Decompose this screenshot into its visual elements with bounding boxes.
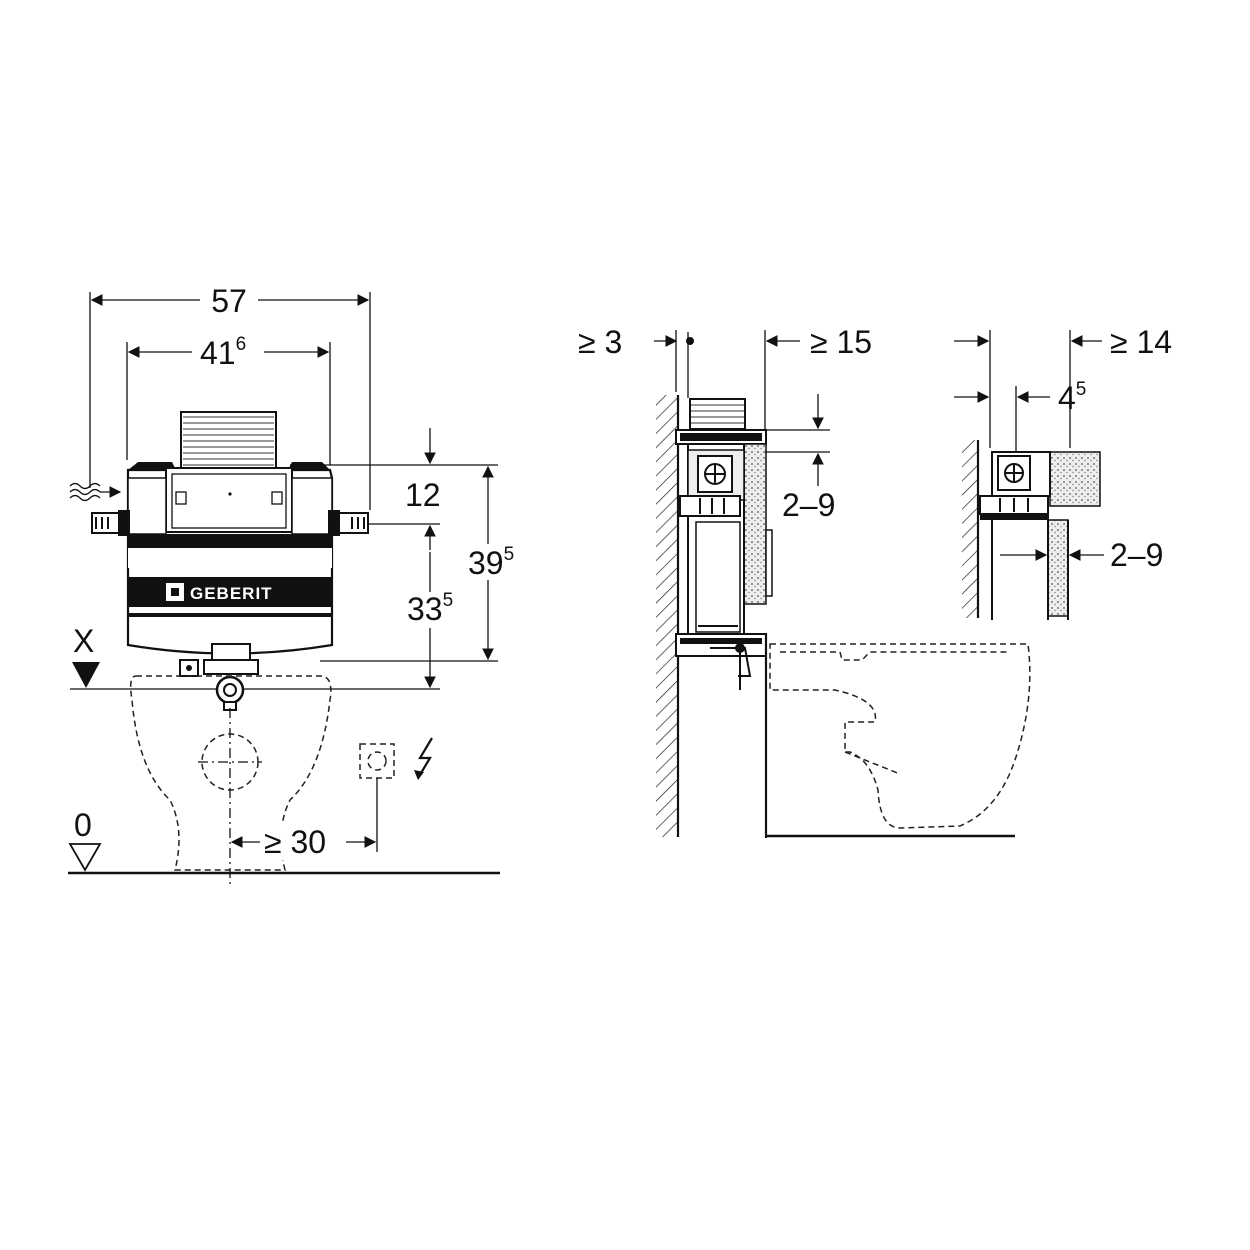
wc-outline-front <box>129 675 332 871</box>
dim-width-total: 57 <box>211 283 247 319</box>
dim-height-mid: 335 <box>407 590 453 627</box>
brand-logo: GEBERIT <box>190 584 273 603</box>
detail-view: ≥ 14 45 2–9 <box>954 324 1172 620</box>
dim-top-gap: 12 <box>405 477 441 513</box>
wc-outline-side <box>769 643 1031 829</box>
dim-height-total: 395 <box>468 544 514 581</box>
wall-hatched <box>656 395 678 837</box>
floor-level-label: 0 <box>74 807 92 843</box>
dim-distance-min: ≥ 30 <box>264 824 326 860</box>
left-mounting-bracket <box>91 510 130 536</box>
side-view: ≥ 3 ≥ 15 2 <box>578 324 1031 838</box>
reference-x-label: X <box>73 623 94 659</box>
dim-front-gap-min: ≥ 15 <box>810 324 872 360</box>
front-view: 57 416 GEBERIT <box>68 282 530 886</box>
dim-wall-gap-min: ≥ 3 <box>578 324 622 360</box>
dim-width-inner: 416 <box>200 334 246 371</box>
dim-plate-range-detail: 2–9 <box>1110 537 1163 573</box>
brand-logo-band <box>128 577 332 607</box>
water-supply-icon <box>69 482 122 502</box>
dim-detail-front-gap-min: ≥ 14 <box>1110 324 1172 360</box>
electrical-connection-icon <box>359 737 433 852</box>
right-mounting-bracket <box>328 510 369 536</box>
dim-detail-depth: 45 <box>1058 379 1086 416</box>
dim-plate-range-side: 2–9 <box>782 487 835 523</box>
